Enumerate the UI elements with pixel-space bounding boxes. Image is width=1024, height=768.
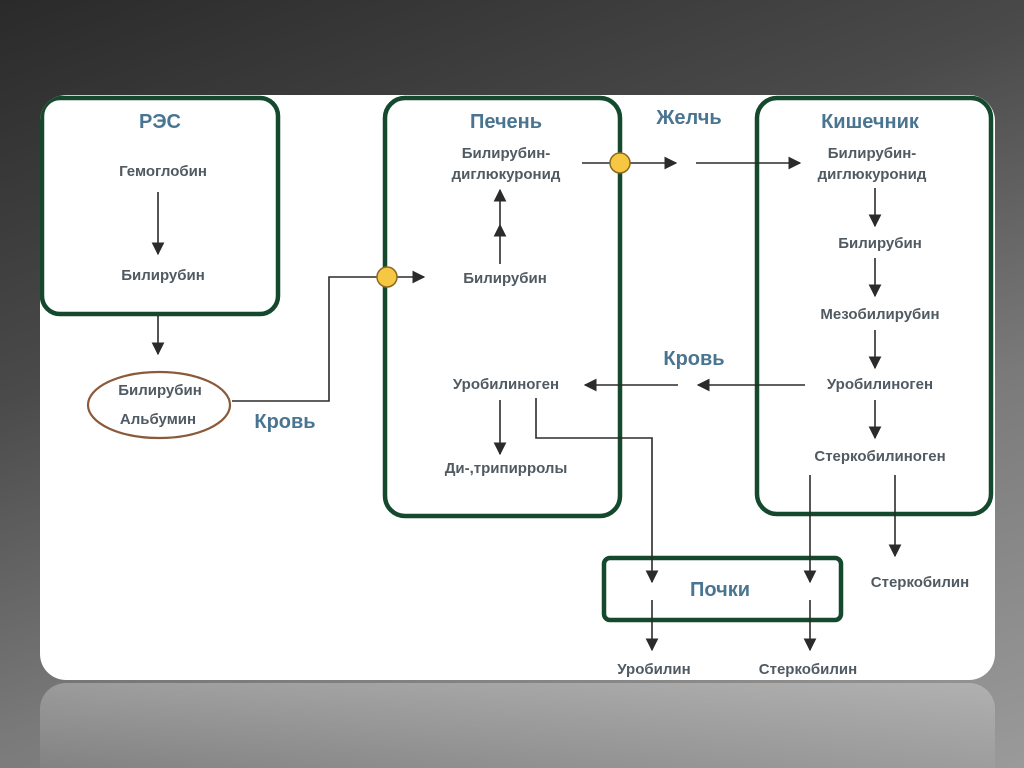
liver-entry-node bbox=[376, 266, 398, 288]
arrow-complex-to-liver bbox=[232, 270, 426, 402]
intestine-bdg-line2: диглюкуронид bbox=[818, 166, 927, 183]
liver-bdg-line1: Билирубин- bbox=[462, 145, 551, 162]
res-title: РЭС bbox=[139, 111, 181, 133]
liver-title: Печень bbox=[470, 111, 542, 133]
intestine-title: Кишечник bbox=[821, 111, 920, 133]
bile-label: Желчь bbox=[655, 107, 721, 129]
kidneys-box bbox=[601, 555, 844, 623]
liver-bilirubin: Билирубин bbox=[463, 270, 547, 287]
res-hemoglobin: Гемоглобин bbox=[119, 163, 207, 180]
complex-albumin: Альбумин bbox=[120, 411, 196, 428]
kidneys-title: Почки bbox=[690, 579, 750, 601]
urobilin-output-label: Уробилин bbox=[617, 661, 690, 678]
blood-label-left: Кровь bbox=[254, 411, 315, 433]
liver-exit-node bbox=[609, 152, 631, 174]
slide-canvas: РЭС Печень Кишечник Почки Желчь Кровь Кр… bbox=[40, 95, 995, 680]
res-box bbox=[40, 95, 281, 317]
albumin-complex-ellipse bbox=[86, 370, 232, 440]
stercobilin-side-label: Стеркобилин bbox=[871, 574, 969, 591]
liver-dipyrroles: Ди-,трипирролы bbox=[445, 460, 568, 477]
intestine-box bbox=[754, 95, 994, 517]
liver-urobilinogen: Уробилиноген bbox=[453, 376, 559, 393]
intestine-mesobilirubin: Мезобилирубин bbox=[820, 306, 939, 323]
bilirubin-metabolism-diagram: РЭС Печень Кишечник Почки Желчь Кровь Кр… bbox=[40, 95, 994, 678]
complex-bilirubin: Билирубин bbox=[118, 382, 202, 399]
blood-label-right: Кровь bbox=[663, 348, 724, 370]
intestine-bdg-line1: Билирубин- bbox=[828, 145, 917, 162]
res-bilirubin: Билирубин bbox=[121, 267, 205, 284]
intestine-stercobilinogen: Стеркобилиноген bbox=[814, 448, 945, 465]
intestine-urobilinogen: Уробилиноген bbox=[827, 376, 933, 393]
stercobilin-output-label: Стеркобилин bbox=[759, 661, 857, 678]
intestine-bilirubin: Билирубин bbox=[838, 235, 922, 252]
liver-box bbox=[382, 95, 623, 519]
liver-bdg-line2: диглюкуронид bbox=[452, 166, 561, 183]
slide-reflection bbox=[40, 683, 995, 768]
arrow-urobilinogen-to-kidneys bbox=[535, 398, 659, 584]
